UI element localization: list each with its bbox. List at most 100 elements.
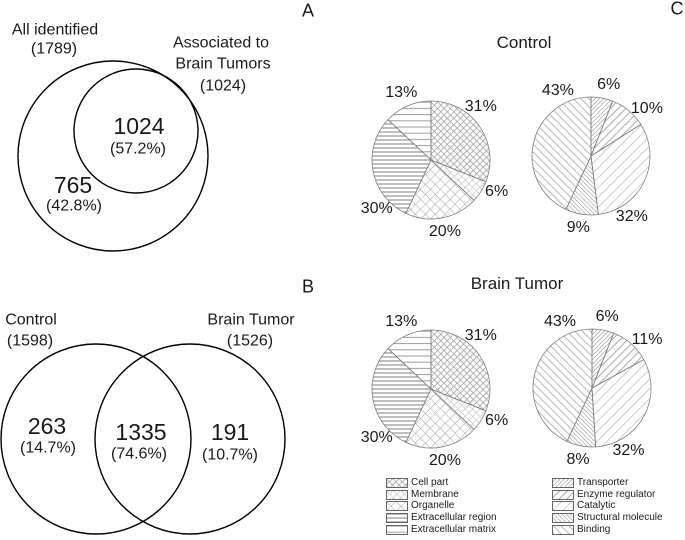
legend-item: Extracellular region: [386, 512, 497, 524]
pie-chart-svg: [371, 329, 491, 449]
pie-percent-label: 30%: [360, 428, 393, 446]
legend-swatch-icon: [386, 477, 408, 488]
legend-swatch-icon: [386, 501, 408, 512]
pie-percent-label: 31%: [464, 326, 497, 344]
venn-b-set1-label: Control: [5, 311, 57, 329]
pie-percent-label: 43%: [541, 81, 574, 99]
venn-a-set2-count: (1024): [199, 77, 247, 95]
pie-slice-extracellular-region: [371, 348, 432, 443]
venn-a-set1-label: All identified: [11, 21, 99, 39]
legend-label: Organelle: [411, 500, 455, 512]
tumor-cellular-pie: 31% 6% 20% 30% 13%: [361, 313, 508, 468]
legend-item: Membrane: [386, 489, 497, 501]
legend-item: Binding: [552, 524, 663, 536]
legend-swatch-icon: [552, 501, 574, 512]
pie-percent-label: 31%: [464, 97, 497, 115]
venn-b-overlap-value: 1335: [115, 418, 167, 445]
venn-b-only1-pct: (14.7%): [19, 439, 77, 457]
venn-a-overlap-pct: (57.2%): [109, 140, 167, 158]
pie-percent-label: 6%: [485, 412, 509, 429]
legend-label: Cell part: [411, 476, 449, 488]
panel-a-letter: A: [301, 0, 315, 21]
legend-swatch-icon: [552, 513, 574, 524]
pie-slice-binding: [531, 96, 592, 210]
venn-a-only1-pct: (42.8%): [45, 197, 103, 215]
control-cellular-pie: 31% 6% 20% 30% 13%: [361, 84, 508, 239]
legend-item: Enzyme regulator: [552, 489, 663, 501]
legend-swatch-icon: [552, 489, 574, 500]
legend-item: Extracellular matrix: [386, 524, 497, 536]
pie-percent-label: 13%: [385, 313, 418, 331]
legend-swatch-icon: [386, 513, 408, 524]
venn-b-set2-count: (1526): [226, 332, 274, 350]
legend-label: Structural molecule: [577, 512, 663, 524]
control-group-title: Control: [496, 33, 552, 53]
venn-a-inner-circle: [73, 68, 199, 194]
legend-swatch-icon: [552, 477, 574, 488]
legend-swatch-icon: [386, 489, 408, 500]
panel-b-letter: B: [301, 276, 315, 297]
tumor-group-title: Brain Tumor: [470, 274, 564, 294]
pie-slice-cell-part: [430, 329, 491, 412]
venn-a-only1-value: 765: [53, 171, 93, 198]
legend-label: Extracellular region: [411, 512, 497, 524]
pie-slice-catalytic: [590, 123, 651, 215]
legend-label: Enzyme regulator: [577, 488, 656, 500]
pie-percent-label: 20%: [428, 451, 461, 469]
legend-item: Catalytic: [552, 501, 663, 513]
legend-label: Extracellular matrix: [411, 524, 497, 536]
pie-chart-svg: [532, 328, 652, 448]
pie-percent-label: 11%: [631, 331, 663, 349]
pie-percent-label: 32%: [615, 207, 648, 225]
legend-label: Binding: [577, 524, 611, 536]
pie-chart-svg: [371, 100, 491, 220]
venn-a-set1-count: (1789): [30, 40, 78, 58]
pie-percent-label: 6%: [597, 76, 621, 94]
pie-slice-catalytic: [591, 359, 652, 448]
legend-item: Organelle: [386, 501, 497, 513]
pie-percent-label: 6%: [595, 307, 619, 325]
pie-percent-label: 6%: [485, 183, 509, 200]
legend-label: Membrane: [411, 488, 459, 500]
venn-a-outer-circle: [17, 60, 209, 252]
pie-percent-label: 10%: [630, 100, 663, 118]
legend-label: Catalytic: [577, 500, 616, 512]
venn-b-diagram: [0, 343, 286, 535]
pie-chart-svg: [531, 96, 651, 216]
venn-b-left-circle: [0, 343, 192, 535]
legend-item: Transporter: [552, 477, 663, 489]
legend-label: Transporter: [577, 476, 629, 488]
panel-c-letter: C: [670, 0, 684, 19]
venn-b-only1-value: 263: [27, 412, 67, 439]
pie-percent-label: 30%: [360, 199, 393, 217]
venn-b-set2-label: Brain Tumor: [207, 311, 295, 329]
venn-b-set1-count: (1598): [6, 332, 54, 350]
pie-slice-cell-part: [430, 100, 491, 183]
pie-slice-binding: [532, 328, 593, 442]
pie-slice-extracellular-matrix: [387, 329, 432, 390]
venn-b-only2-pct: (10.7%): [201, 446, 259, 464]
venn-b-only2-value: 191: [210, 418, 250, 445]
venn-a-diagram: [17, 60, 209, 252]
venn-a-overlap-value: 1024: [113, 112, 165, 139]
pie-percent-label: 20%: [428, 222, 461, 240]
pie-percent-label: 32%: [612, 442, 645, 460]
venn-a-set2-label-line1: Associated to: [172, 34, 270, 52]
legend-item: Structural molecule: [552, 512, 663, 524]
legend-swatch-icon: [386, 525, 408, 536]
pie-slice-organelle: [405, 159, 475, 220]
pie-percent-label: 8%: [566, 450, 590, 468]
pie-percent-label: 13%: [385, 84, 418, 102]
venn-a-set2-label-line2: Brain Tumors: [175, 55, 271, 73]
pie-slice-extracellular-region: [371, 119, 432, 214]
legend-item: Cell part: [386, 477, 497, 489]
tumor-molecular-pie: 6% 11% 32% 8% 43%: [527, 308, 663, 468]
pie-percent-label: 43%: [543, 313, 576, 331]
legend-swatch-icon: [552, 525, 574, 536]
pie-slice-organelle: [405, 388, 475, 449]
control-molecular-pie: 6%10%32%9%43%: [526, 76, 663, 236]
pie-slice-extracellular-matrix: [387, 100, 432, 161]
